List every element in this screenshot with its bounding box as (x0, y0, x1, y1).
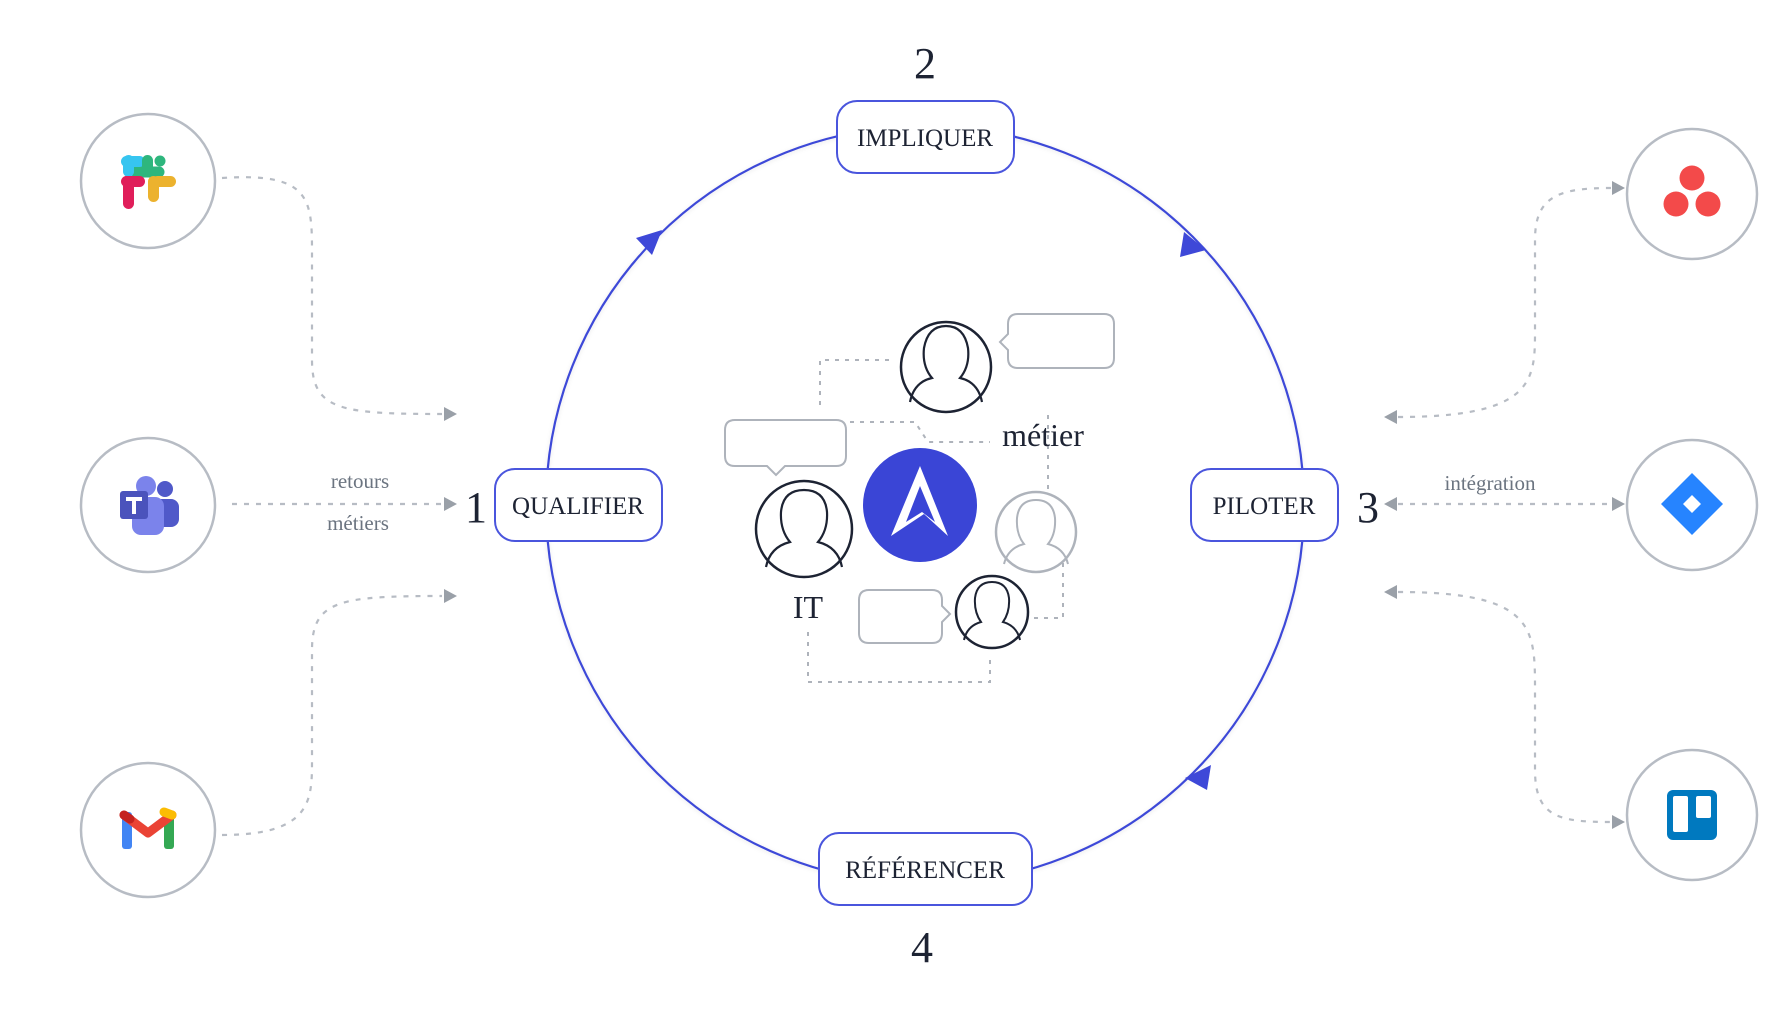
stage-number-3: 3 (1357, 483, 1379, 532)
gmail-logo-icon (119, 807, 177, 849)
teams-logo-icon (120, 476, 179, 535)
arrowhead-jira-left (1384, 497, 1397, 511)
stage-number-4: 4 (911, 923, 933, 972)
arrowhead-asana-left (1384, 410, 1397, 424)
label-it: IT (793, 589, 824, 625)
connector-trello (1397, 590, 1613, 824)
app-trello[interactable] (1625, 748, 1759, 882)
asana-logo-icon (1663, 165, 1721, 217)
avatar-metier-grey (994, 490, 1078, 574)
speech-bubble-left (724, 419, 847, 477)
jira-logo-icon (1661, 473, 1723, 535)
arrowhead-trello-left (1384, 585, 1397, 599)
slack-logo-icon (121, 155, 176, 209)
app-slack[interactable] (79, 112, 217, 250)
arrowhead-asana-right (1612, 181, 1625, 195)
brand-a-icon (891, 466, 948, 536)
stage-label-impliquer: IMPLIQUER (836, 100, 1015, 174)
avatar-it (754, 479, 854, 579)
app-asana[interactable] (1625, 127, 1759, 261)
arrowhead-trello-right (1612, 815, 1625, 829)
arrowhead-gmail (444, 589, 457, 603)
arrowhead-jira-right (1612, 497, 1625, 511)
left-note-line2: métiers (327, 511, 389, 535)
stage-label-piloter: PILOTER (1190, 468, 1339, 542)
stage-label-piloter-text: PILOTER (1213, 493, 1316, 520)
connector-gmail (221, 594, 443, 837)
label-metier: métier (1002, 417, 1084, 453)
stage-number-1: 1 (465, 483, 487, 532)
speech-bubble-bottom (858, 589, 952, 644)
arrowhead-slack (444, 407, 457, 421)
app-jira[interactable] (1625, 438, 1759, 572)
stage-label-referencer: RÉFÉRENCER (818, 832, 1033, 906)
stage-label-qualifier: QUALIFIER (494, 468, 663, 542)
app-gmail[interactable] (79, 761, 217, 899)
trello-logo-icon (1667, 790, 1717, 840)
cycle-arrow-lower-right (1185, 765, 1211, 790)
stage-label-qualifier-text: QUALIFIER (512, 493, 644, 520)
avatar-metier-top (899, 320, 993, 414)
link-top-user (819, 359, 890, 405)
stage-label-referencer-text: RÉFÉRENCER (845, 856, 1005, 884)
cycle-arrow-upper-right (1180, 232, 1206, 257)
left-note-line1: retours (331, 469, 389, 493)
speech-bubble-top-right (998, 313, 1115, 369)
app-teams[interactable] (79, 436, 217, 574)
stage-number-2: 2 (914, 39, 936, 88)
right-note-line1: intégration (1445, 471, 1536, 495)
connector-asana (1397, 186, 1613, 419)
stage-label-impliquer-text: IMPLIQUER (857, 125, 993, 152)
arrowhead-teams (444, 497, 457, 511)
cycle-arrow-upper-left (636, 230, 662, 255)
center-logo (863, 448, 977, 562)
avatar-metier-bottom (954, 574, 1030, 650)
connector-slack (221, 176, 443, 416)
link-top-to-metier (850, 421, 990, 443)
link-bottom (807, 632, 991, 683)
